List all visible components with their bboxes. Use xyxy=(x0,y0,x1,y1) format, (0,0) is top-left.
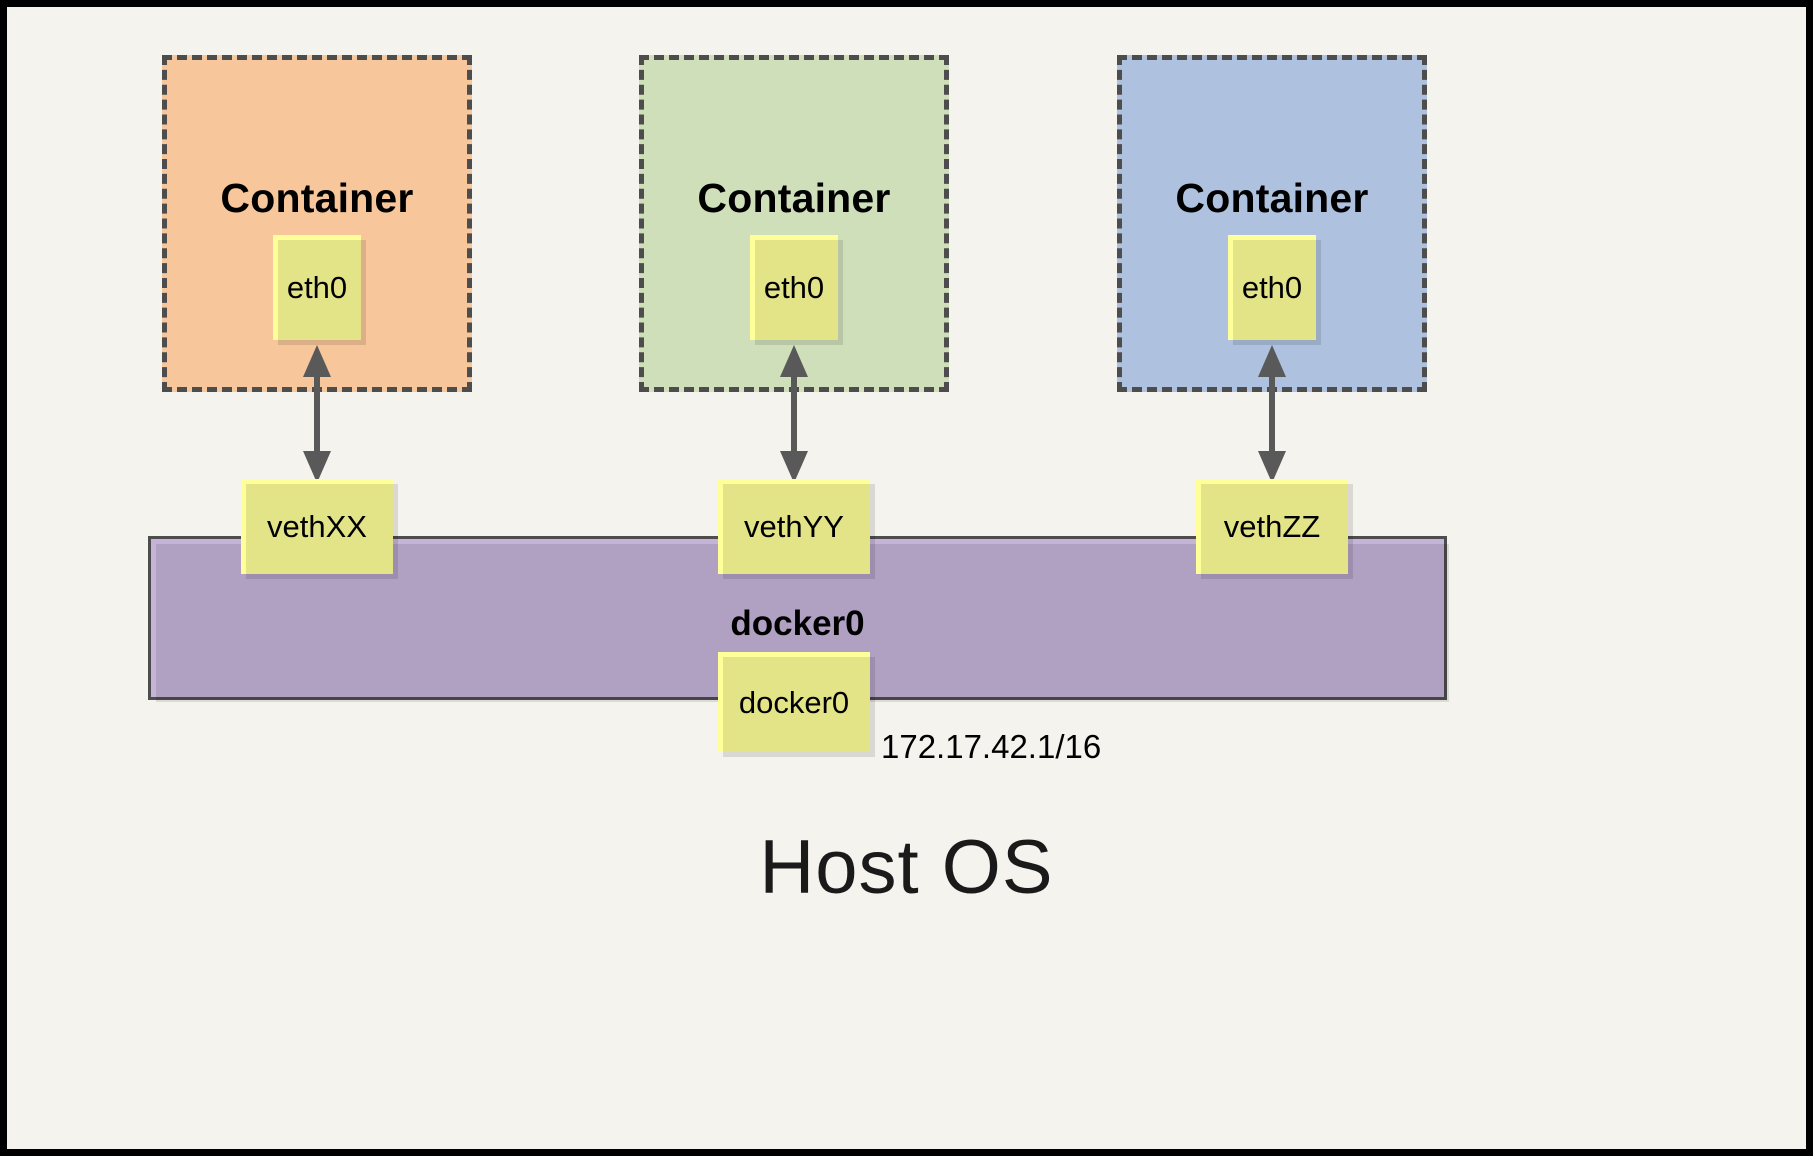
docker0-interface-label: docker0 xyxy=(738,684,850,720)
eth0-box-2: eth0 xyxy=(750,235,843,345)
veth-box-3: vethZZ xyxy=(1196,479,1353,579)
veth-label-2: vethYY xyxy=(744,509,844,544)
double-arrow-3 xyxy=(1258,345,1286,483)
eth0-box-1: eth0 xyxy=(273,235,366,345)
eth0-box-3: eth0 xyxy=(1228,235,1321,345)
veth-box-2: vethYY xyxy=(718,479,875,579)
veth-label-1: vethXX xyxy=(267,509,367,544)
veth-box-1: vethXX xyxy=(241,479,398,579)
veth-label-3: vethZZ xyxy=(1223,509,1321,544)
docker0-interface-box: docker0 xyxy=(718,652,875,757)
eth0-label-3: eth0 xyxy=(1241,270,1303,305)
docker0-bridge-label: docker0 xyxy=(730,604,865,643)
double-arrow-1 xyxy=(303,345,331,483)
host-os-title: Host OS xyxy=(759,825,1054,910)
double-arrow-2 xyxy=(780,345,808,483)
eth0-label-2: eth0 xyxy=(763,270,825,305)
bridge-ip-address: 172.17.42.1/16 xyxy=(881,728,1102,765)
container-title-2: Container xyxy=(697,175,891,221)
eth0-label-1: eth0 xyxy=(286,270,348,305)
container-title-3: Container xyxy=(1175,175,1369,221)
container-title-1: Container xyxy=(220,175,414,221)
